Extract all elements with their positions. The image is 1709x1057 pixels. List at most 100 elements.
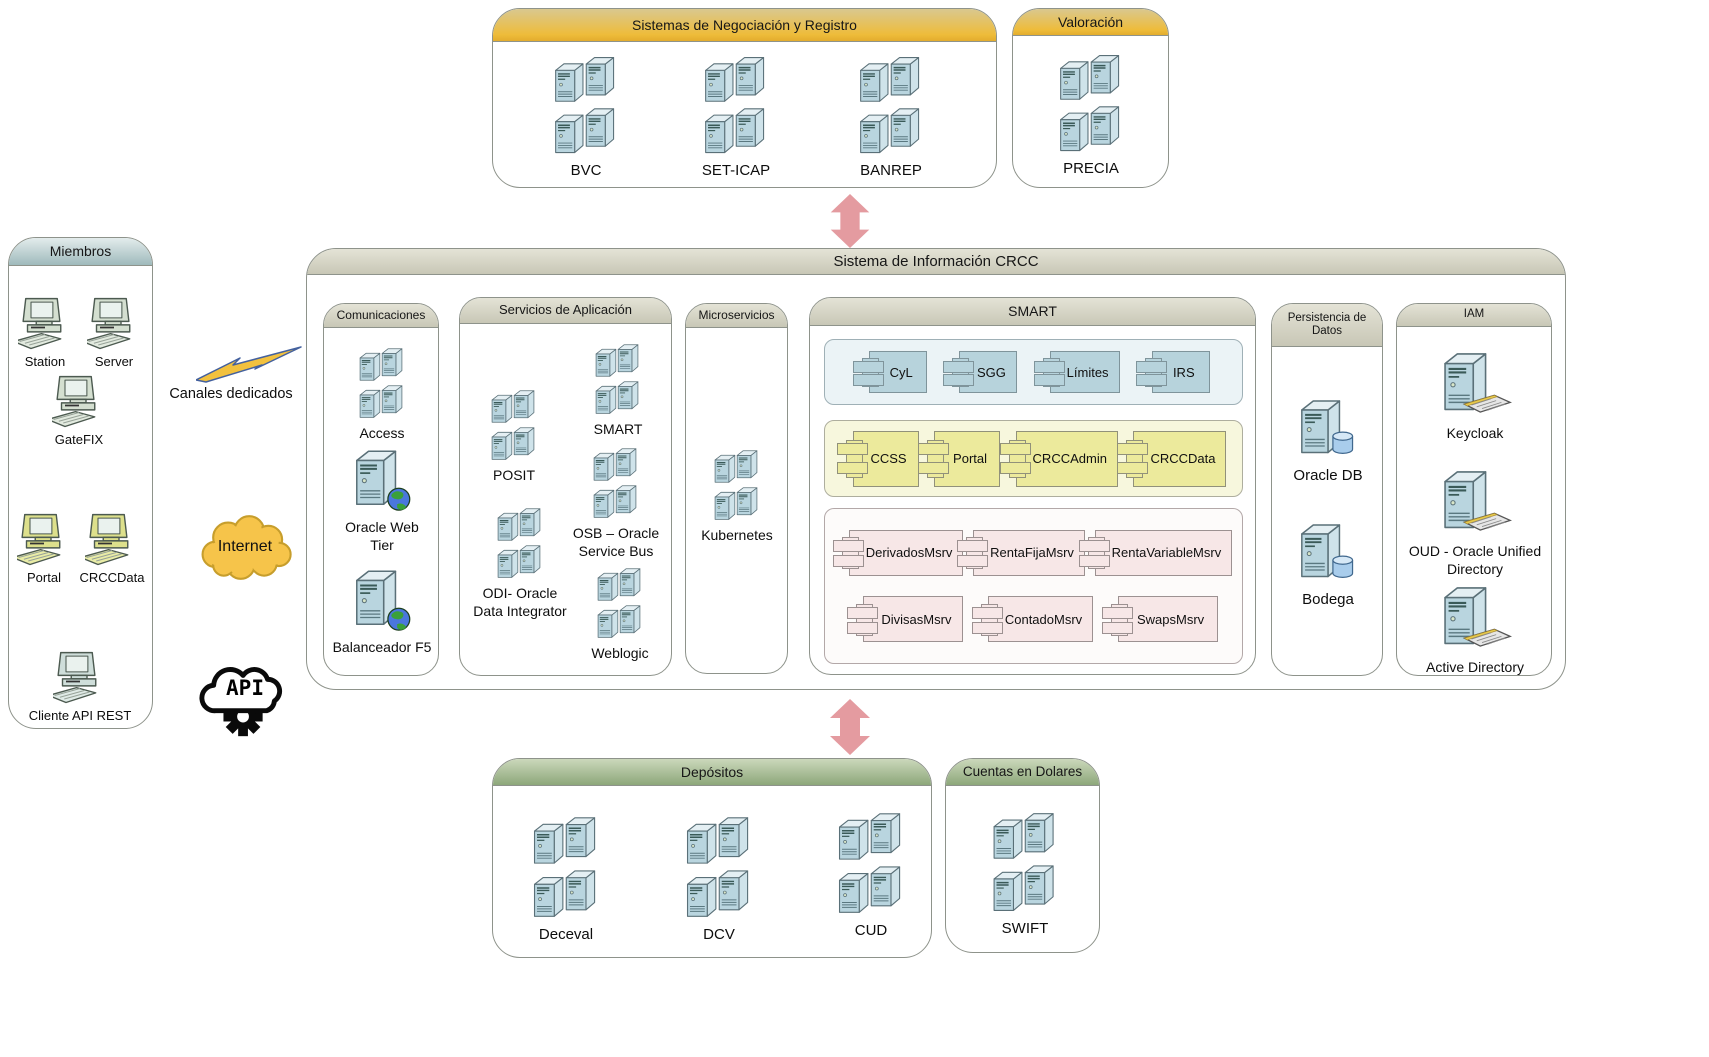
component-sgg: SGG bbox=[943, 351, 1018, 393]
panel-cuentas-header: Cuentas en Dolares bbox=[946, 759, 1099, 786]
node-weblogic: Weblogic bbox=[576, 564, 664, 662]
component-tab bbox=[1135, 360, 1167, 373]
node-bodega: Bodega bbox=[1278, 516, 1378, 610]
component-label: CRCCData bbox=[1150, 451, 1216, 466]
component-tab bbox=[1135, 374, 1167, 387]
node-label: Server bbox=[94, 354, 134, 369]
component-tab bbox=[943, 374, 975, 387]
server-keyboard-icon bbox=[1438, 578, 1512, 656]
component-rentafijamsrv: RentaFijaMsrv bbox=[957, 529, 1085, 576]
lightning-bolt-icon bbox=[196, 346, 302, 384]
component-tab bbox=[1033, 360, 1065, 373]
node-keycloak: Keycloak bbox=[1425, 344, 1525, 442]
node-label: Kubernetes bbox=[701, 527, 773, 543]
server-cluster-icon bbox=[1055, 49, 1127, 157]
panel-persistencia: Persistencia de Datos Oracle DB Bodega bbox=[1271, 303, 1383, 676]
component-tab bbox=[999, 461, 1031, 474]
component-ccss: CCSS bbox=[836, 430, 919, 487]
internet-cloud: Internet bbox=[194, 512, 296, 582]
component-label: RentaVariableMsrv bbox=[1111, 545, 1222, 561]
node-bvc: BVC bbox=[531, 51, 641, 181]
component-label: CRCCAdmin bbox=[1032, 451, 1107, 466]
node-label: GateFIX bbox=[54, 432, 104, 447]
node-precia: PRECIA bbox=[1036, 49, 1146, 179]
component-tab bbox=[1101, 621, 1133, 634]
panel-servicios-title: Servicios de Aplicación bbox=[499, 302, 632, 318]
component-crccdata: CRCCData bbox=[1117, 430, 1227, 487]
node-gatefix: GateFIX bbox=[35, 374, 123, 449]
panel-microservicios-title: Microservicios bbox=[698, 307, 775, 322]
component-tab bbox=[943, 360, 975, 373]
component-tab bbox=[1117, 461, 1149, 474]
internet-label: Internet bbox=[217, 538, 273, 555]
canales-dedicados-label: Canales dedicados bbox=[169, 386, 293, 402]
node-smart-app: SMART bbox=[572, 340, 664, 438]
component-crccadmin: CRCCAdmin bbox=[999, 430, 1118, 487]
panel-comunicaciones-header: Comunicaciones bbox=[324, 304, 438, 328]
panel-smart: SMART CyL SGG Límites IRS CCSS Portal CR… bbox=[809, 297, 1256, 675]
node-portal: Portal bbox=[11, 512, 77, 587]
smart-apps-row: CCSS Portal CRCCAdmin CRCCData bbox=[824, 420, 1243, 497]
node-label: Weblogic bbox=[591, 645, 649, 661]
panel-valoracion: Valoración PRECIA bbox=[1012, 8, 1169, 188]
server-cluster-icon bbox=[356, 344, 408, 422]
panel-iam: IAM Keycloak OUD - Oracle Unified Direct… bbox=[1396, 303, 1552, 676]
component-swapsmsrv: SwapsMsrv bbox=[1101, 596, 1218, 643]
server-cluster-icon bbox=[988, 807, 1062, 917]
panel-depositos: Depósitos Deceval DCV CUD bbox=[492, 758, 932, 958]
server-cluster-icon bbox=[594, 564, 646, 642]
panel-depositos-header: Depósitos bbox=[493, 759, 931, 786]
panel-servicios-header: Servicios de Aplicación bbox=[460, 298, 671, 324]
node-label: Oracle Web Tier bbox=[345, 519, 419, 554]
node-deceval: Deceval bbox=[511, 811, 621, 945]
component-tab bbox=[918, 443, 950, 456]
node-label: SWIFT bbox=[1001, 920, 1049, 937]
node-label: Active Directory bbox=[1425, 659, 1525, 675]
server-globe-icon bbox=[350, 562, 414, 636]
component-label: ContadoMsrv bbox=[1004, 611, 1083, 627]
panel-comunicaciones: Comunicaciones Access Oracle Web Tier Ba… bbox=[323, 303, 439, 676]
server-cluster-icon bbox=[711, 446, 763, 524]
server-cluster-icon bbox=[592, 340, 644, 418]
component-tab bbox=[847, 621, 879, 634]
server-cluster-icon bbox=[682, 811, 756, 923]
component-tab bbox=[832, 555, 864, 568]
node-swift: SWIFT bbox=[970, 807, 1080, 939]
server-cluster-icon bbox=[700, 51, 772, 159]
node-label: Bodega bbox=[1302, 591, 1354, 608]
component-tab bbox=[1101, 606, 1133, 619]
component-contadomsrv: ContadoMsrv bbox=[971, 596, 1094, 643]
node-label: Keycloak bbox=[1446, 425, 1504, 441]
node-oracle-web-tier: Oracle Web Tier bbox=[332, 442, 432, 554]
panel-valoracion-header: Valoración bbox=[1013, 9, 1168, 36]
component-label: CyL bbox=[889, 364, 913, 380]
server-cluster-icon bbox=[550, 51, 622, 159]
server-cluster-icon bbox=[834, 807, 908, 919]
component-label: IRS bbox=[1172, 364, 1195, 380]
component-irs: IRS bbox=[1135, 351, 1210, 393]
component-tab bbox=[918, 461, 950, 474]
desktop-computer-icon bbox=[17, 512, 71, 568]
panel-smart-title: SMART bbox=[1008, 303, 1057, 320]
panel-microservicios: Microservicios Kubernetes bbox=[685, 303, 788, 674]
component-tab bbox=[1078, 555, 1110, 568]
component-limites: Límites bbox=[1033, 351, 1120, 393]
node-posit: POSIT bbox=[474, 386, 554, 484]
component-tab bbox=[853, 360, 885, 373]
server-database-icon bbox=[1295, 516, 1361, 588]
desktop-computer-icon bbox=[87, 296, 141, 352]
component-label: Portal bbox=[953, 451, 988, 466]
panel-persistencia-title: Persistencia de Datos bbox=[1287, 311, 1367, 337]
component-tab bbox=[999, 443, 1031, 456]
component-label: CCSS bbox=[870, 451, 907, 466]
panel-servicios-aplicacion: Servicios de Aplicación SMART POSIT OSB … bbox=[459, 297, 672, 676]
panel-negociacion-title: Sistemas de Negociación y Registro bbox=[632, 16, 857, 33]
panel-cuentas-dolares: Cuentas en Dolares SWIFT bbox=[945, 758, 1100, 953]
node-crccdata: CRCCData bbox=[73, 512, 151, 587]
node-label: DCV bbox=[703, 926, 735, 943]
node-access: Access bbox=[332, 344, 432, 442]
component-tab bbox=[832, 540, 864, 553]
node-label: Portal bbox=[27, 570, 61, 585]
component-tab bbox=[1078, 540, 1110, 553]
